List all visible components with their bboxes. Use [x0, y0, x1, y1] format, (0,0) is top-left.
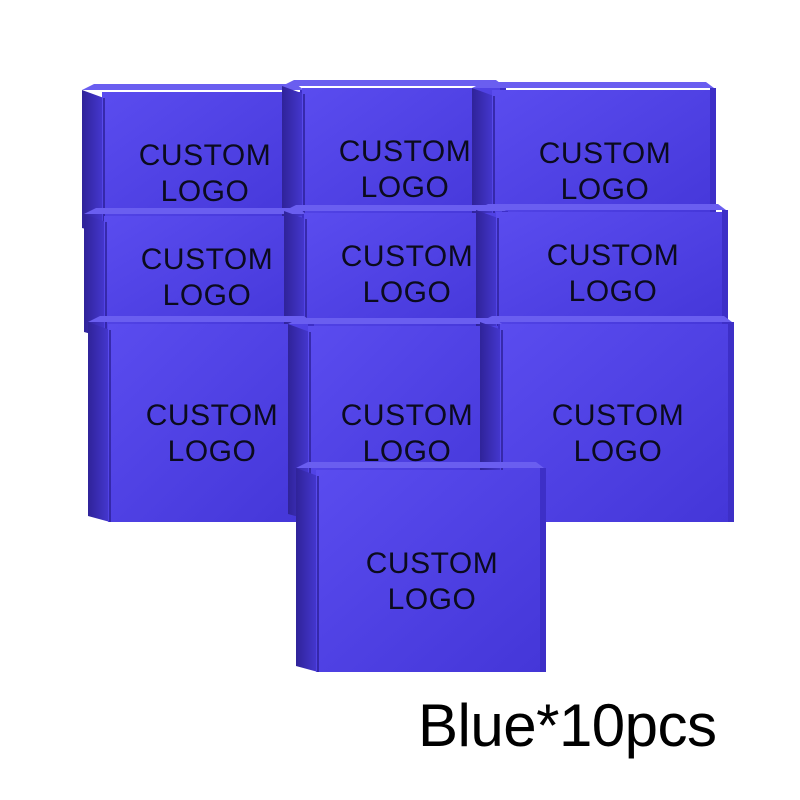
- box-logo-line1: CUSTOM: [141, 243, 273, 276]
- box-logo-line1: CUSTOM: [366, 547, 498, 580]
- box-logo-line2: LOGO: [388, 583, 477, 616]
- box-logo-line2: LOGO: [363, 276, 452, 309]
- box-logo-line1: CUSTOM: [341, 240, 473, 273]
- box-logo-line2: LOGO: [361, 171, 450, 204]
- box-logo-line1: CUSTOM: [539, 137, 671, 170]
- box-logo-line1: CUSTOM: [552, 399, 684, 432]
- box-logo-line1: CUSTOM: [139, 139, 271, 172]
- box-logo-line2: LOGO: [163, 279, 252, 312]
- box-logo-line2: LOGO: [574, 435, 663, 468]
- box-logo-line2: LOGO: [161, 175, 250, 208]
- product-caption: Blue*10pcs: [418, 692, 717, 759]
- box-logo-line1: CUSTOM: [547, 239, 679, 272]
- box-logo-line1: CUSTOM: [339, 135, 471, 168]
- box-logo-line1: CUSTOM: [146, 399, 278, 432]
- box-logo-line1: CUSTOM: [341, 399, 473, 432]
- box-logo-line2: LOGO: [561, 173, 650, 206]
- box-logo-line2: LOGO: [168, 435, 257, 468]
- box-logo-line2: LOGO: [569, 275, 658, 308]
